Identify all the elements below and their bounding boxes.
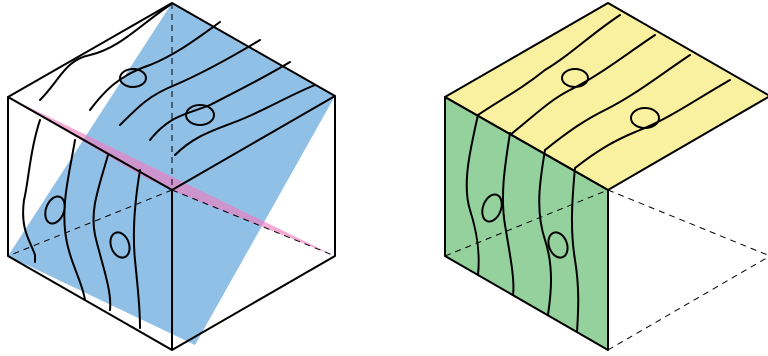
left-cube-panel	[7, 2, 336, 351]
contour-loop	[547, 231, 569, 259]
front-face	[445, 97, 608, 350]
cube-outline	[7, 2, 336, 351]
contour-line	[22, 119, 41, 263]
contour-line	[477, 14, 621, 116]
contour-loop	[561, 68, 589, 88]
contour-line	[39, 4, 171, 101]
contour-loop	[185, 104, 215, 126]
contour-loop	[44, 195, 66, 225]
contour-line	[465, 114, 480, 276]
cube-edge	[7, 96, 173, 191]
contour-line	[132, 169, 141, 329]
hidden-edge	[607, 256, 768, 351]
contour-loop	[119, 68, 147, 88]
contour-line	[89, 21, 221, 111]
contour-loop	[109, 231, 131, 259]
contour-line	[501, 132, 515, 296]
hidden-edge	[444, 189, 609, 257]
contour-loop	[481, 193, 503, 223]
contour-line	[574, 79, 731, 169]
hidden-edge	[7, 189, 173, 257]
contour-line	[544, 54, 691, 151]
contour-line	[63, 139, 86, 301]
front-face-outline	[444, 96, 609, 351]
contour-line	[119, 39, 261, 126]
hidden-edge	[607, 189, 768, 256]
contour-line	[570, 167, 580, 333]
right-cube-panel	[444, 2, 768, 351]
contour-loop	[630, 107, 660, 129]
hidden-edge	[171, 189, 336, 257]
contour-line	[149, 61, 291, 141]
pink-section-plane	[8, 97, 335, 256]
contour-line	[92, 154, 112, 311]
cube-edge	[171, 95, 336, 191]
contour-line	[509, 34, 656, 136]
contour-line	[174, 84, 316, 156]
contour-line	[538, 149, 553, 316]
